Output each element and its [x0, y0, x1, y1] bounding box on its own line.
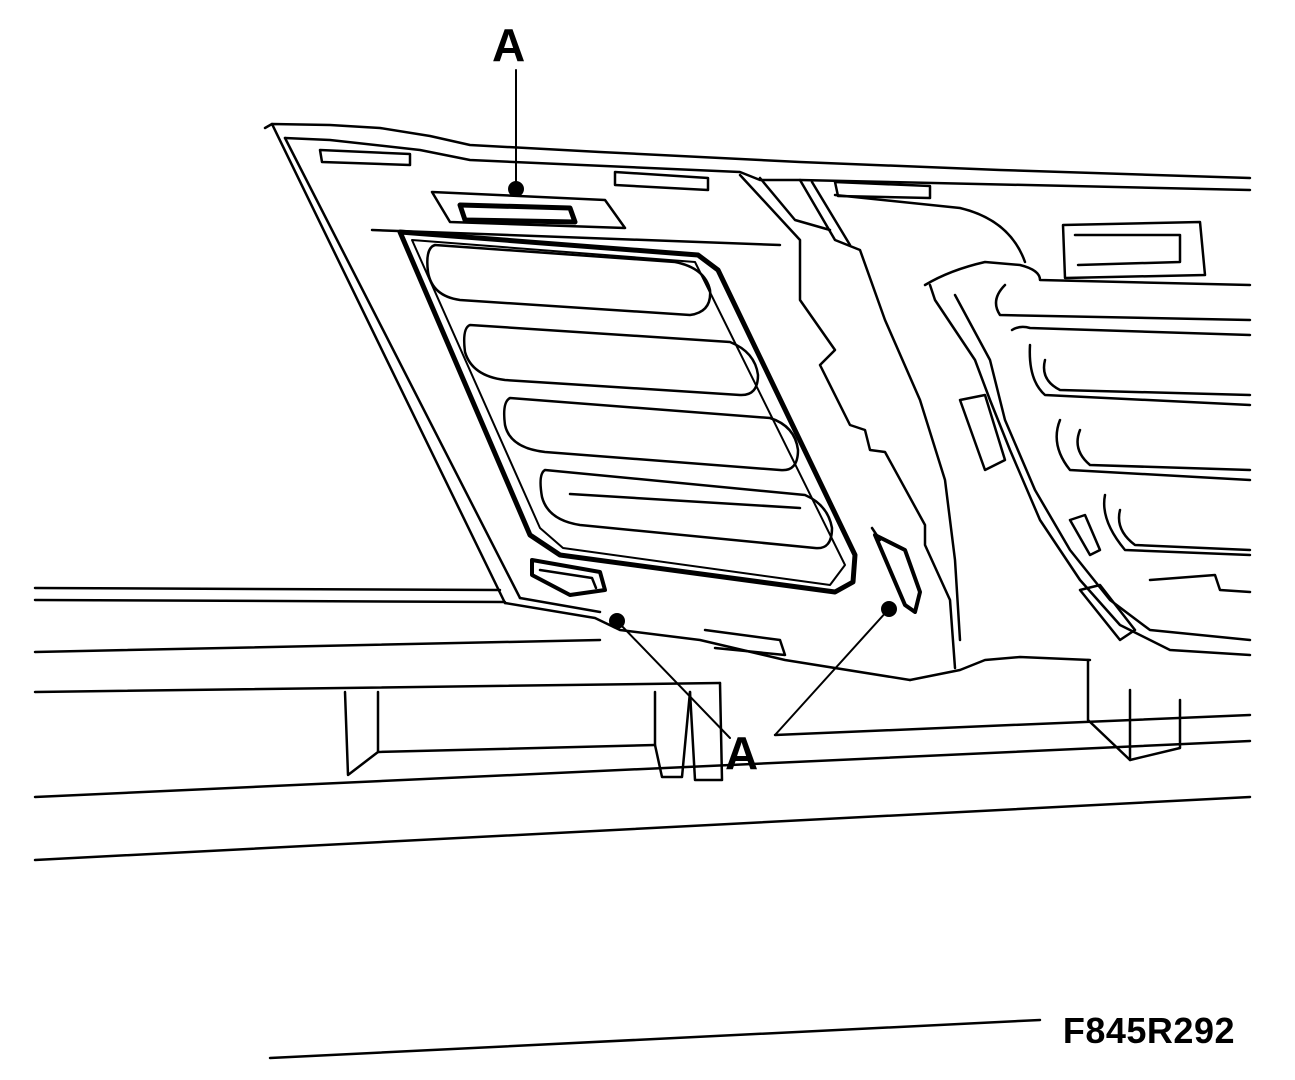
callout-label-bottom: A	[725, 727, 759, 779]
grille-frame	[263, 122, 1252, 682]
support-posts	[343, 658, 1182, 782]
bumper-lines	[33, 586, 1252, 1060]
center-divider	[530, 173, 962, 670]
left-grille-insert	[397, 229, 858, 595]
callout-dot-bottom-left	[609, 613, 625, 629]
right-grille-insert	[833, 193, 1252, 657]
leader-dots	[508, 181, 897, 629]
top-strips	[318, 148, 932, 200]
callout-label-top: A	[492, 19, 526, 71]
callout-dot-top	[508, 181, 524, 197]
leader-lines	[515, 69, 889, 739]
top-clip	[370, 190, 782, 247]
figure-code: F845R292	[1062, 1010, 1235, 1051]
callout-dot-bottom-right	[881, 601, 897, 617]
